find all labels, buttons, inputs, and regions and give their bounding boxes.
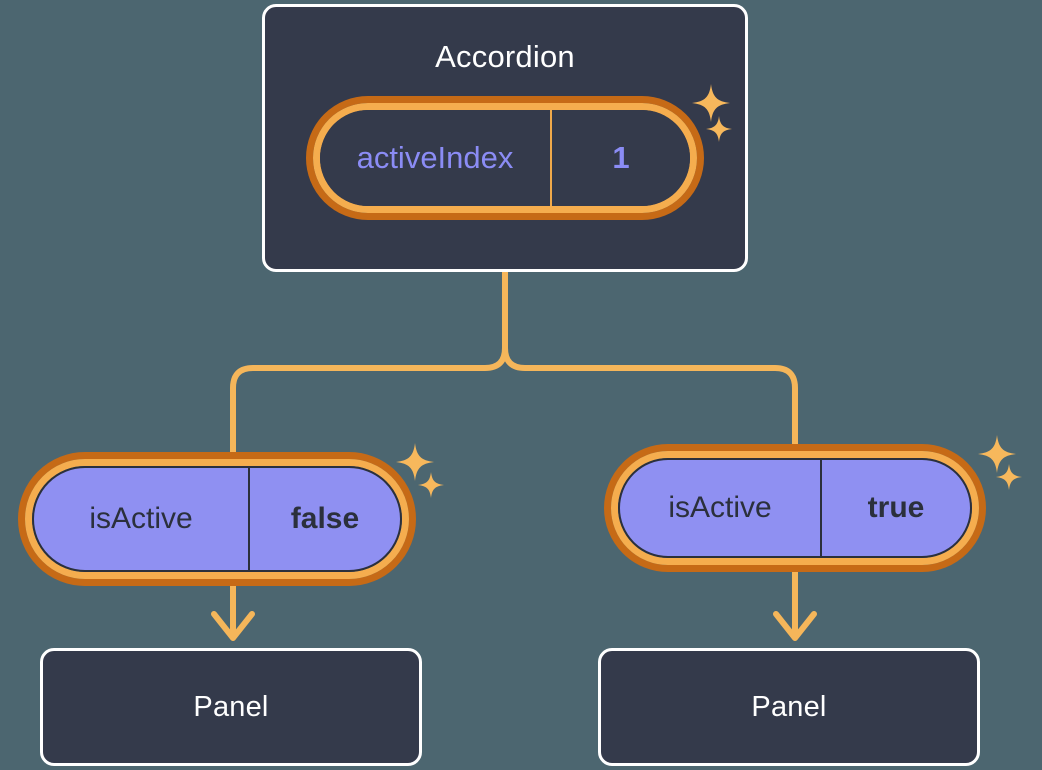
state-key-is-active-left: isActive — [89, 502, 193, 535]
state-pill-inner-ring: activeIndex 1 — [313, 103, 697, 213]
sparkle-right-pill-small-icon — [996, 464, 1022, 490]
component-box-panel-right[interactable]: Panel — [598, 648, 980, 766]
state-key-is-active-right: isActive — [668, 491, 772, 524]
state-key-active-index: activeIndex — [320, 110, 552, 206]
component-title-panel-right: Panel — [751, 690, 827, 723]
sparkle-left-pill-large-icon — [396, 443, 434, 481]
arrow-right-pill-to-panel — [773, 563, 817, 641]
state-pill-body: isActive true — [618, 458, 972, 558]
component-box-panel-left[interactable]: Panel — [40, 648, 422, 766]
arrow-left-pill-to-panel — [211, 575, 255, 641]
state-pill-is-active-false[interactable]: isActive false — [18, 452, 416, 586]
state-pill-body: isActive false — [32, 466, 402, 572]
state-value-is-active-right: true — [867, 491, 925, 524]
state-pill-inner-ring: isActive false — [25, 459, 409, 579]
sparkle-left-pill-small-icon — [418, 472, 444, 498]
state-value-is-active-left: false — [290, 502, 360, 535]
state-value-active-index: 1 — [612, 140, 630, 175]
state-pill-inner-ring: isActive true — [611, 451, 979, 565]
connector-root-to-children — [230, 269, 508, 465]
connector-root-to-child-right — [502, 269, 798, 459]
sparkle-right-pill-large-icon — [978, 435, 1016, 473]
state-pill-body: activeIndex 1 — [320, 110, 690, 206]
component-title-panel-left: Panel — [193, 690, 269, 723]
state-pill-divider — [248, 468, 250, 570]
component-title-accordion: Accordion — [435, 39, 575, 74]
state-pill-is-active-true[interactable]: isActive true — [604, 444, 986, 572]
state-pill-active-index[interactable]: activeIndex 1 — [306, 96, 704, 220]
state-pill-divider — [820, 460, 822, 556]
